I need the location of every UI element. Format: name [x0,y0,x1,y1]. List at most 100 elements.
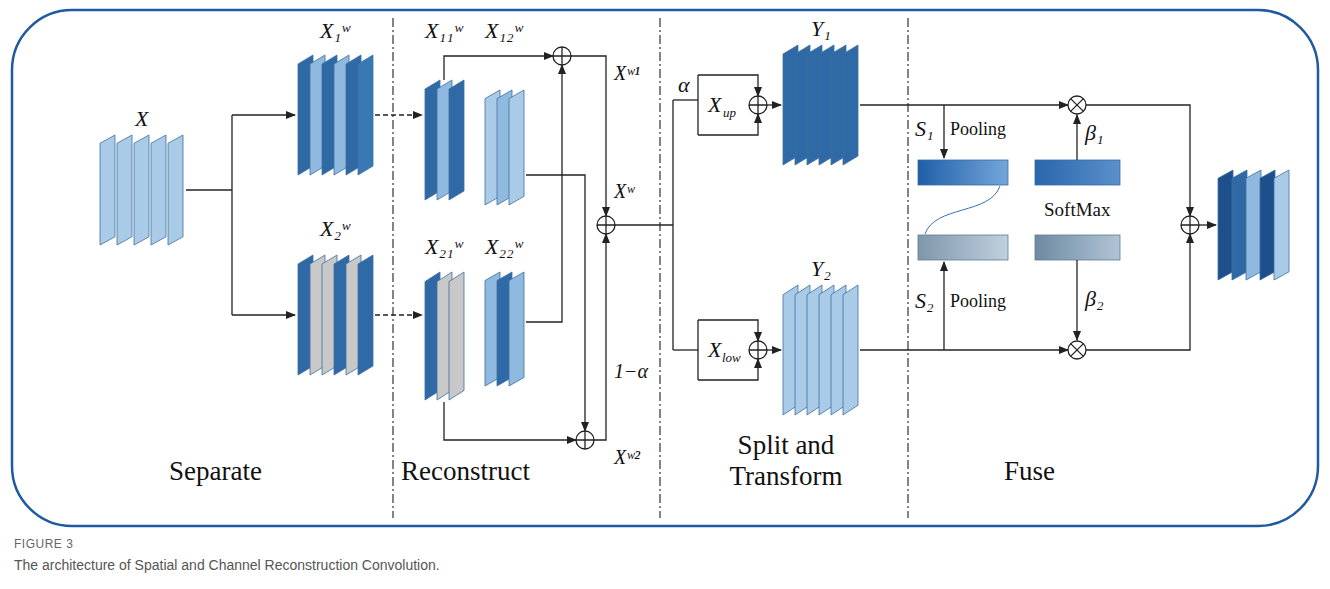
label-box: Xʷ [614,180,634,203]
label-box: Xʷ² [614,446,640,469]
label-box: α [678,72,690,97]
wire [1076,260,1077,340]
math-symbol: Xʷ¹ [614,62,640,84]
wire [1076,115,1077,160]
wire [615,224,673,225]
feature-plate [117,135,132,245]
add-symbol [749,96,767,114]
weight-bar [918,160,1008,185]
wire [231,115,232,315]
math-symbol: S₁ [915,116,934,141]
math-symbol: α [678,72,690,97]
math-symbol: X₁₂ʷ [485,18,522,43]
label-box: Separate [169,456,262,487]
wire [444,56,553,80]
wire [1199,224,1216,225]
wire [673,349,698,350]
operation-name: Pooling [950,291,1006,311]
feature-plate [1218,170,1233,280]
label-box: X₂ʷ [320,216,350,241]
wire [697,320,698,380]
math-symbol: X [708,92,721,117]
feature-plate [509,272,524,386]
operation-name: Pooling [950,119,1006,139]
stage-divider [392,18,393,518]
stage-divider [659,18,660,518]
label-box: X₂₂ʷ [485,234,522,259]
wire [672,100,673,350]
math-symbol: 1−α [614,360,648,382]
label-box: S₂ [915,288,934,313]
feature-plate [449,80,464,200]
stage-divider [907,18,908,518]
label-box: X [708,92,721,117]
wire [526,65,562,322]
wire [232,114,295,115]
operation-name: SoftMax [1044,199,1111,220]
wire [444,402,576,440]
feature-plate [843,285,858,415]
wire [860,104,1068,105]
wire [526,175,585,431]
wire [698,75,758,96]
multiply-symbol [1068,96,1086,114]
feature-plate [1260,170,1275,280]
label-box: Xʷ¹ [614,62,640,85]
add-symbol [597,216,615,234]
wire [767,104,781,105]
wire [697,75,698,135]
feature-plate [1274,170,1289,280]
wire [767,349,781,350]
wire [232,314,295,315]
label-box: Y₂ [811,256,831,281]
add-symbol [749,341,767,359]
math-symbol: Xʷ² [614,446,640,468]
feature-plate [151,135,166,245]
weight-bar [1035,160,1120,185]
math-symbol: Xʷ [614,180,634,202]
wire [1086,234,1190,350]
link-curve [925,186,1000,234]
math-symbol: X [708,337,721,362]
label-box: X [708,337,721,362]
math-symbol: β₁ [1085,120,1104,145]
weight-bar [1035,235,1120,260]
math-symbol: Y₂ [811,256,831,281]
caption: The architecture of Spatial and Channel … [14,557,440,573]
math-symbol: S₂ [915,288,934,313]
math-symbol: X₂ʷ [320,216,350,241]
add-symbol [576,431,594,449]
label-box: Y₁ [811,16,831,41]
math-subscript: low [722,350,741,365]
feature-plate [168,135,183,245]
feature-plate [1246,170,1261,280]
stage-title: Split and Transform [729,430,842,491]
stage-title: Reconstruct [401,456,530,486]
label-box: Reconstruct [401,456,530,487]
wire [943,105,944,158]
math-symbol: X₂₁ʷ [425,234,462,259]
add-symbol [553,47,571,65]
wire [594,234,606,440]
figure-number: FIGURE 3 [14,537,73,551]
stage-title: Separate [169,456,262,486]
wire [698,320,758,341]
feature-plate [134,135,149,245]
label-box: β₁ [1085,120,1104,145]
label-box: up [723,106,736,121]
math-subscript: up [723,105,736,120]
label-box: 1−α [614,360,648,383]
wire [860,349,1068,350]
label-box: Pooling [950,119,1006,140]
label-box: SoftMax [1044,199,1111,221]
label-box: The architecture of Spatial and Channel … [14,557,440,573]
wire [943,262,944,350]
math-symbol: X₁ʷ [320,18,350,43]
stage-title: Fuse [1004,456,1055,486]
feature-plate [509,90,524,205]
label-box: S₁ [915,116,934,141]
add-symbol [1181,216,1199,234]
math-symbol: Y₁ [811,16,831,41]
